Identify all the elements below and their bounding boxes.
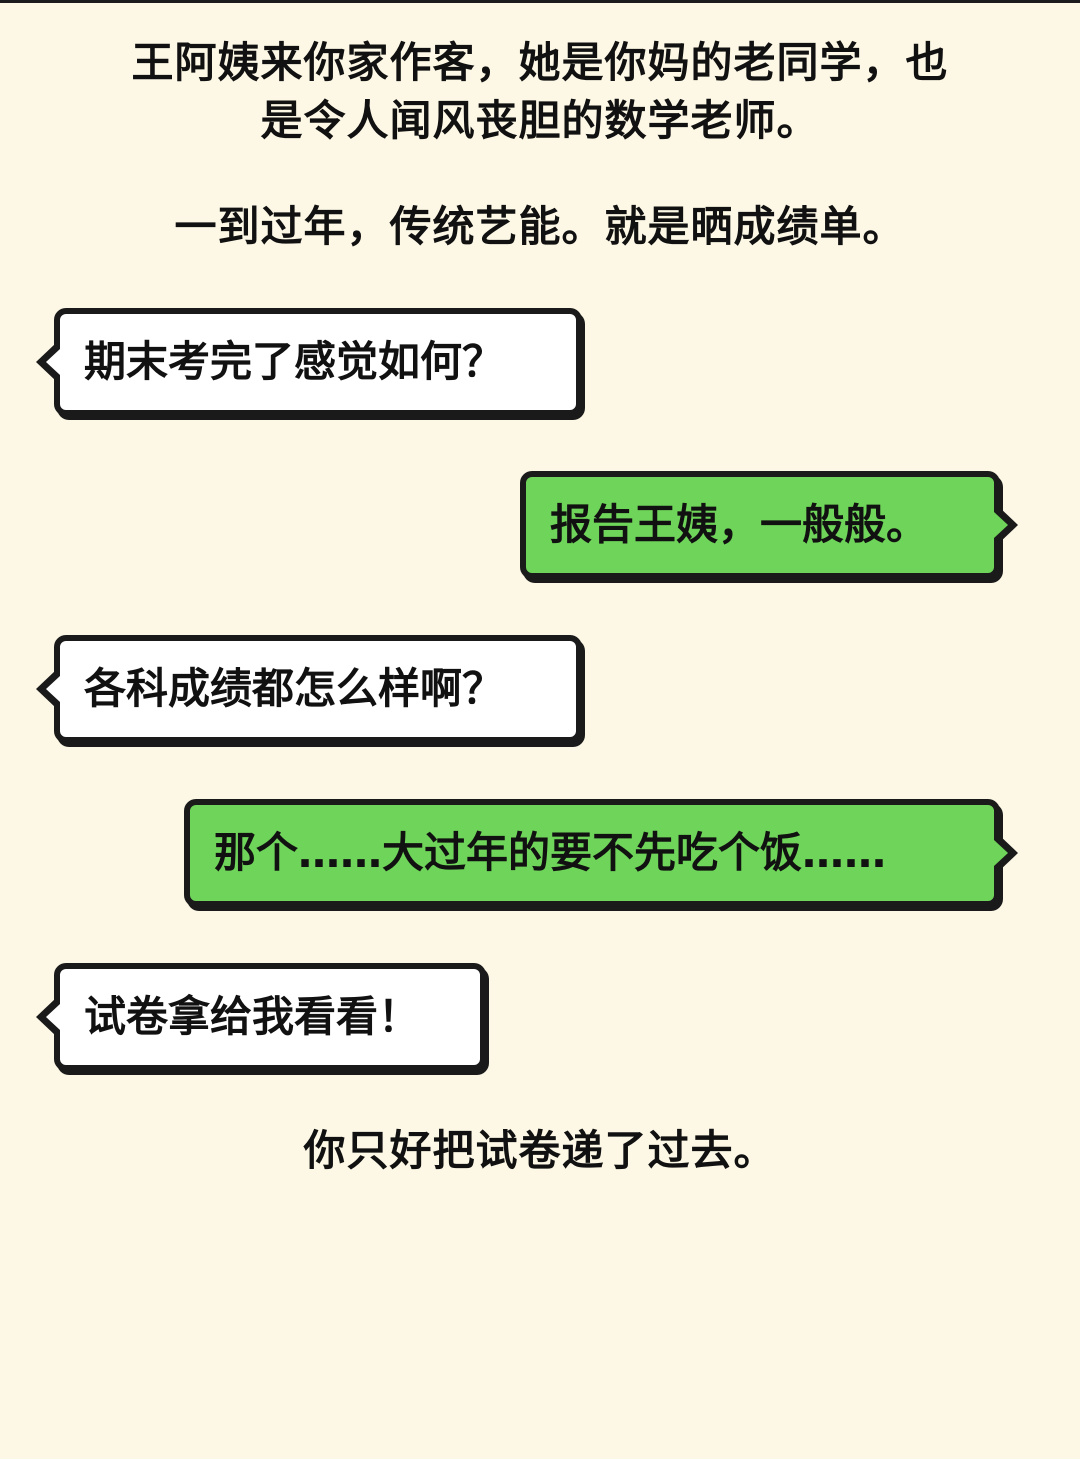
player-reply-text: 那个……大过年的要不先吃个饭…… [214, 828, 887, 877]
npc-dialogue-text: 各科成绩都怎么样啊？ [84, 664, 505, 713]
tradition-narration: 一到过年，传统艺能。就是晒成绩单。 [174, 202, 906, 251]
npc-dialogue-bubble-1: 期末考完了感觉如何？ [36, 308, 582, 416]
bubble-tail-fill [994, 512, 1008, 538]
intro-narration: 王阿姨来你家作客，她是你妈的老同学，也 是令人闻风丧胆的数学老师。 [0, 34, 1080, 150]
player-reply-bubble-2[interactable]: 那个……大过年的要不先吃个饭…… [184, 799, 1018, 907]
player-reply-text: 报告王姨，一般般。 [550, 500, 929, 549]
top-border [0, 0, 1080, 3]
npc-dialogue-bubble-3: 试卷拿给我看看！ [36, 963, 486, 1071]
intro-line-1: 王阿姨来你家作客，她是你妈的老同学，也 [131, 38, 949, 87]
player-reply-bubble-1[interactable]: 报告王姨，一般般。 [520, 471, 1018, 579]
bubble-tail-fill [46, 349, 60, 375]
bubble-tail-fill [46, 1004, 60, 1030]
npc-dialogue-text: 期末考完了感觉如何？ [84, 337, 505, 386]
bubble-tail-fill [46, 676, 60, 702]
bubble-tail-fill [994, 840, 1008, 866]
npc-dialogue-bubble-2: 各科成绩都怎么样啊？ [36, 635, 582, 743]
outcome-narration: 你只好把试卷递了过去。 [303, 1126, 777, 1175]
intro-line-2: 是令人闻风丧胆的数学老师。 [260, 96, 820, 145]
npc-dialogue-text: 试卷拿给我看看！ [84, 992, 421, 1041]
